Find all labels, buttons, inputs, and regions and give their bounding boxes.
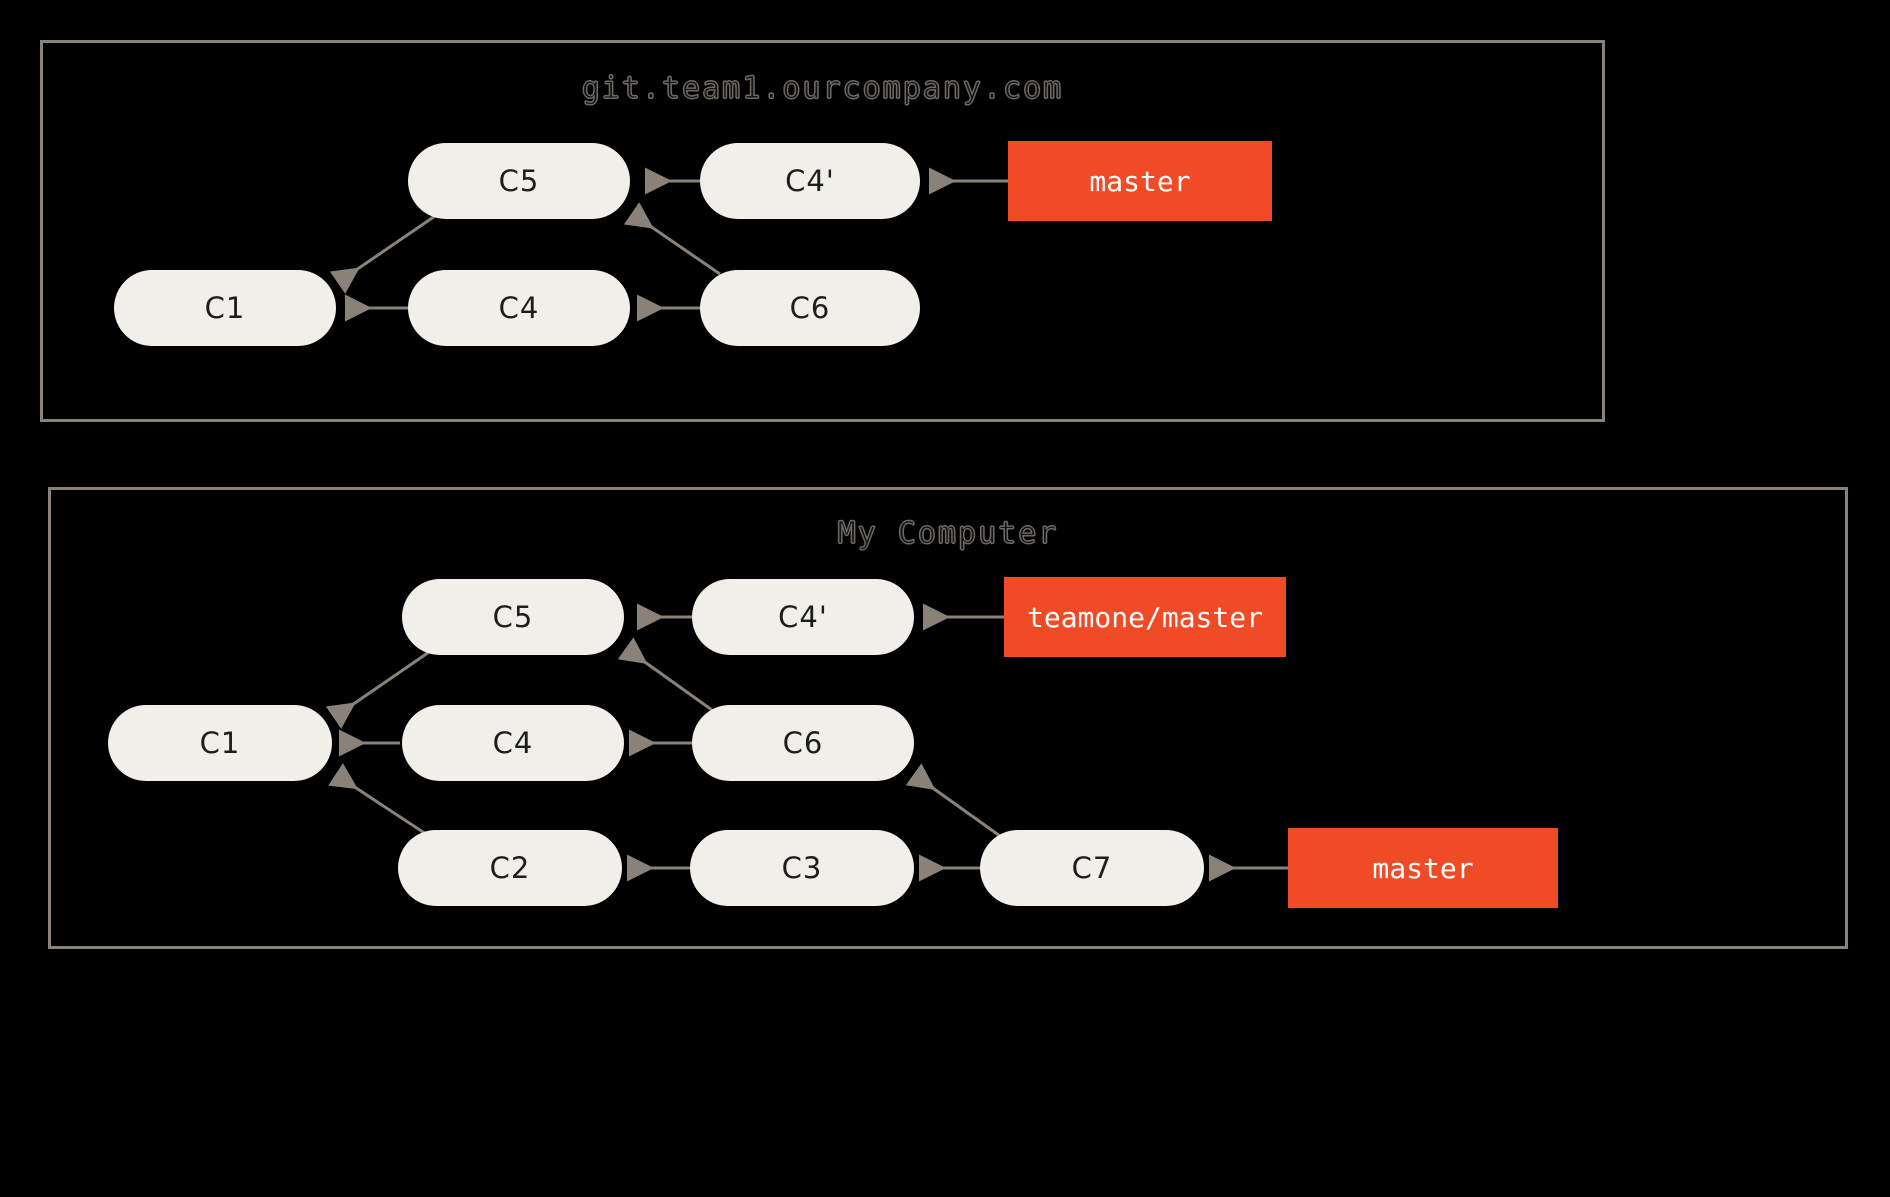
branch-badge-remote-master[interactable]: master: [1008, 141, 1272, 221]
branch-badge-local-master[interactable]: master: [1288, 828, 1558, 908]
panel-remote-repository: git.team1.ourcompany.com: [40, 40, 1605, 422]
commit-node-remote-c5[interactable]: C5: [408, 143, 630, 219]
commit-node-local-c5[interactable]: C5: [402, 579, 624, 655]
panel-local-title: My Computer: [837, 516, 1059, 552]
commit-node-local-c7[interactable]: C7: [980, 830, 1204, 906]
commit-node-remote-c4-prime[interactable]: C4': [700, 143, 920, 219]
commit-node-remote-c4[interactable]: C4: [408, 270, 630, 346]
commit-node-local-c1[interactable]: C1: [108, 705, 332, 781]
branch-badge-local-teamone-master[interactable]: teamone/master: [1004, 577, 1286, 657]
commit-node-local-c6[interactable]: C6: [692, 705, 914, 781]
commit-node-local-c3[interactable]: C3: [690, 830, 914, 906]
commit-node-local-c2[interactable]: C2: [398, 830, 622, 906]
commit-node-remote-c6[interactable]: C6: [700, 270, 920, 346]
commit-node-local-c4-prime[interactable]: C4': [692, 579, 914, 655]
panel-remote-title: git.team1.ourcompany.com: [581, 71, 1064, 107]
commit-node-local-c4[interactable]: C4: [402, 705, 624, 781]
commit-node-remote-c1[interactable]: C1: [114, 270, 336, 346]
